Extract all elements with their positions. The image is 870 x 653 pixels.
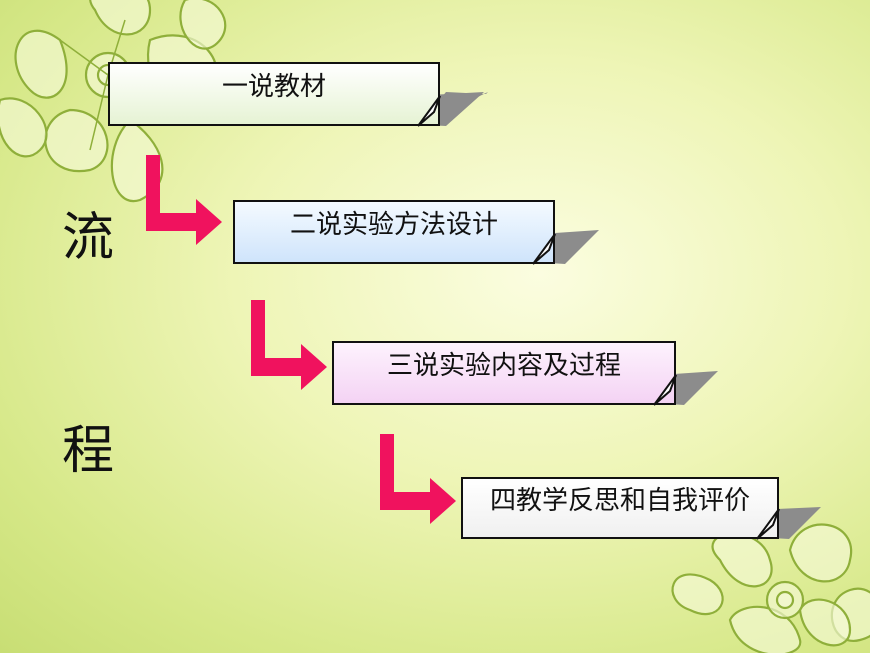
step-3-fold [653,374,677,406]
side-title-char-1: 流 [62,208,115,268]
step-4-fold [756,508,780,540]
step-4-box: 四教学反思和自我评价 [461,477,779,539]
arrow-1-to-2 [146,155,222,245]
step-3: 三说实验内容及过程 [332,341,722,407]
side-title-char-2: 程 [62,421,115,481]
step-1-box: 一说教材 [108,62,440,126]
step-4: 四教学反思和自我评价 [461,477,825,541]
step-1: 一说教材 [108,62,488,128]
step-2: 二说实验方法设计 [233,200,603,266]
step-1-fold [417,95,441,127]
step-2-fold [532,233,556,265]
step-2-box: 二说实验方法设计 [233,200,555,264]
step-2-label: 二说实验方法设计 [289,209,498,240]
step-4-label: 四教学反思和自我评价 [489,485,750,516]
arrow-2-to-3 [251,300,327,390]
step-1-label: 一说教材 [221,71,326,102]
step-3-label: 三说实验内容及过程 [386,350,621,381]
arrow-3-to-4 [380,434,456,524]
step-3-box: 三说实验内容及过程 [332,341,676,405]
